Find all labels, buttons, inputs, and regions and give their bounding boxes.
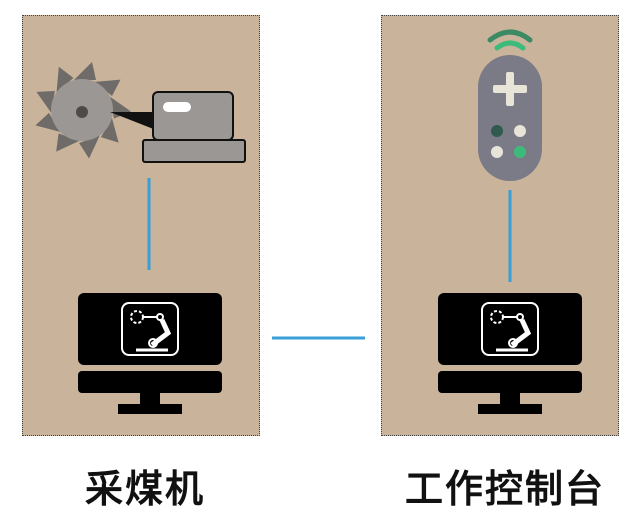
monitor-icon [78, 293, 222, 414]
monitor-icon [438, 293, 582, 414]
coal-shearer-label: 采煤机 [84, 467, 205, 511]
game-controller-icon [478, 55, 542, 181]
wifi-signal-icon [487, 29, 533, 51]
coal-shearer-icon [35, 62, 246, 163]
control-console-label: 工作控制台 [404, 467, 605, 511]
